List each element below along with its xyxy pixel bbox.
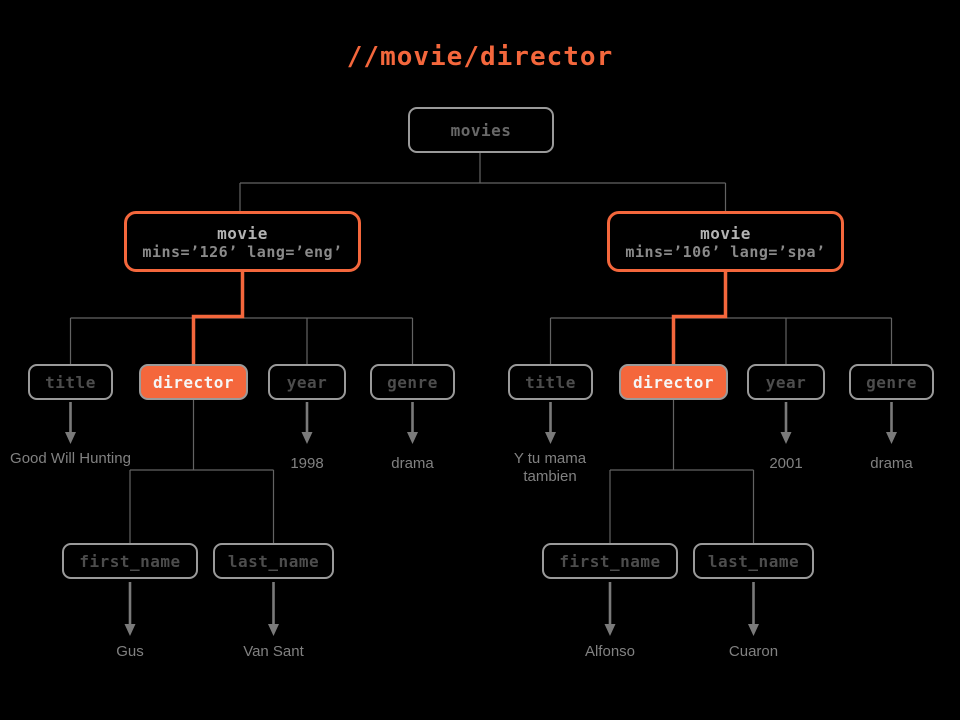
node-title-2: title <box>508 364 593 400</box>
node-genre-1: genre <box>370 364 455 400</box>
node-first-name-2: first_name <box>542 543 678 579</box>
value-first-name-1: Gus <box>116 643 144 660</box>
arrow-icon <box>545 402 556 444</box>
value-year-2: 2001 <box>769 455 803 472</box>
movie-2-label: movie <box>700 223 751 243</box>
node-genre-2: genre <box>849 364 934 400</box>
arrow-icon <box>268 582 279 636</box>
arrow-icon <box>407 402 418 444</box>
node-director-1: director <box>139 364 248 400</box>
arrow-icon <box>748 582 759 636</box>
movie-1-label: movie <box>217 223 268 243</box>
value-last-name-2: Cuaron <box>728 643 779 660</box>
arrow-icon <box>886 402 897 444</box>
node-first-name-1: first_name <box>62 543 198 579</box>
node-year-1: year <box>268 364 346 400</box>
value-genre-1: drama <box>391 455 434 472</box>
arrow-icon <box>604 582 616 636</box>
value-first-name-2: Alfonso <box>584 643 636 660</box>
node-last-name-1: last_name <box>213 543 334 579</box>
node-title-1: title <box>28 364 113 400</box>
value-year-1: 1998 <box>290 455 324 472</box>
node-movie-1: movie mins=’126’ lang=’eng’ <box>124 211 361 272</box>
movie-1-attributes: mins=’126’ lang=’eng’ <box>142 242 343 261</box>
node-year-2: year <box>747 364 825 400</box>
node-movies-root: movies <box>408 107 554 153</box>
value-arrows <box>65 402 897 636</box>
arrow-icon <box>124 582 136 636</box>
highlight-edges <box>191 271 728 364</box>
movie-2-attributes: mins=’106’ lang=’spa’ <box>625 242 826 261</box>
value-last-name-1: Van Sant <box>243 643 304 660</box>
arrow-icon <box>301 402 313 444</box>
value-title-1: Good Will Hunting <box>10 450 131 467</box>
node-movie-2: movie mins=’106’ lang=’spa’ <box>607 211 844 272</box>
value-genre-2: drama <box>870 455 913 472</box>
arrow-icon <box>65 402 76 444</box>
page-title: //movie/director <box>346 42 614 72</box>
node-last-name-2: last_name <box>693 543 814 579</box>
node-director-2: director <box>619 364 728 400</box>
value-title-2: Y tu mama tambien <box>513 450 587 485</box>
arrow-icon <box>780 402 792 444</box>
